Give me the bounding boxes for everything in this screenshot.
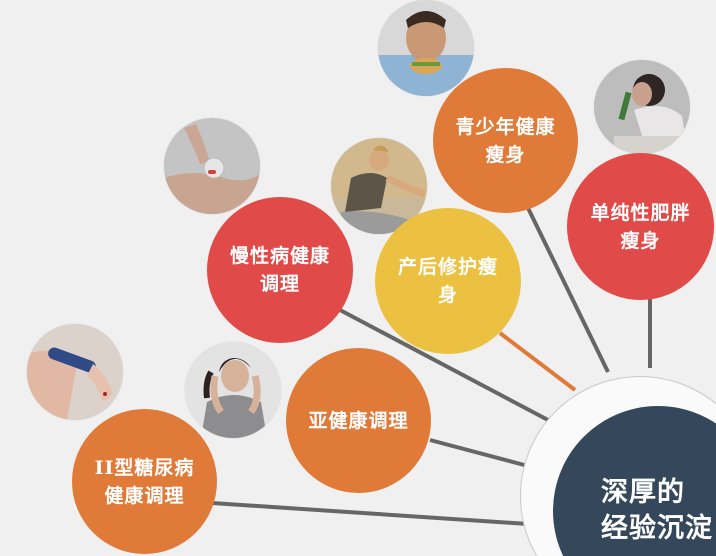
boy-eating-burger-photo	[378, 0, 474, 96]
node-label: 青少年健康 瘦身	[455, 115, 556, 166]
node-simple-obesity-weight-loss[interactable]: 单纯性肥胖 瘦身	[567, 153, 714, 300]
woman-headache-photo	[185, 342, 281, 438]
node-label: 单纯性肥胖 瘦身	[590, 201, 691, 252]
node-type2-diabetes-care[interactable]: II型糖尿病 健康调理	[72, 409, 217, 554]
node-label: 亚健康调理	[308, 409, 409, 432]
connector-diabetes	[211, 501, 529, 526]
glucose-test-photo	[27, 324, 123, 420]
node-label: 产后修护瘦 身	[397, 256, 498, 306]
node-youth-weight-loss[interactable]: 青少年健康 瘦身	[433, 68, 578, 213]
node-label: II型糖尿病 健康调理	[94, 456, 195, 507]
node-label: 慢性病健康 调理	[229, 245, 330, 295]
hand-with-pills-photo	[164, 118, 260, 214]
connector-subhealth	[429, 438, 529, 468]
connector-postpartum	[498, 331, 577, 392]
woman-drinking-photo	[594, 60, 690, 154]
connector-youth	[526, 207, 610, 373]
node-postpartum-recovery[interactable]: 产后修护瘦 身	[375, 208, 521, 354]
center-label: 深厚的 经验沉淀	[601, 477, 713, 544]
connector-chronic	[339, 308, 549, 422]
node-chronic-disease-care[interactable]: 慢性病健康 调理	[207, 197, 353, 343]
node-subhealth-care[interactable]: 亚健康调理	[286, 348, 431, 493]
